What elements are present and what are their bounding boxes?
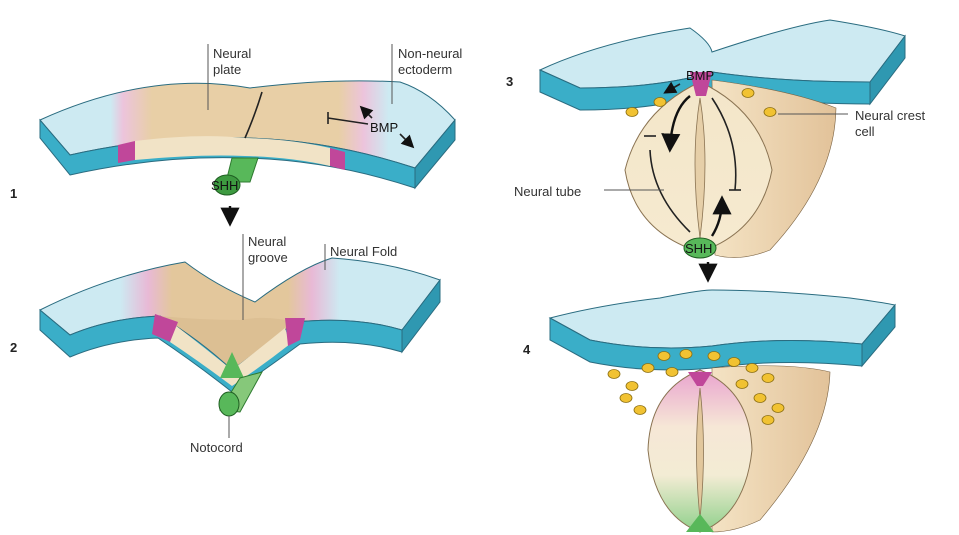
label-neural-tube: Neural tube xyxy=(514,184,581,199)
panel2-number: 2 xyxy=(10,340,17,355)
crest-cell xyxy=(736,380,748,389)
crest-cell xyxy=(772,404,784,413)
signal-shh-1: SHH xyxy=(211,178,238,193)
crest-cell xyxy=(754,394,766,403)
label-non-neural-1: Non-neural xyxy=(398,46,462,61)
panel-1 xyxy=(40,81,455,195)
signal-bmp-1: BMP xyxy=(370,120,398,135)
label-neural-plate-1: Neural xyxy=(213,46,251,61)
crest-cell xyxy=(762,374,774,383)
crest-cell xyxy=(608,370,620,379)
crest-cell xyxy=(634,406,646,415)
panel1-number: 1 xyxy=(10,186,17,201)
label-non-neural-2: ectoderm xyxy=(398,62,452,77)
panel-3 xyxy=(540,20,905,258)
label-neural-crest-1: Neural crest xyxy=(855,108,925,123)
label-neural-crest-2: cell xyxy=(855,124,875,139)
crest-cell xyxy=(746,364,758,373)
crest-cell xyxy=(642,364,654,373)
crest-cell xyxy=(658,352,670,361)
panel4-ectoderm-top xyxy=(550,290,895,348)
crest-cell xyxy=(728,358,740,367)
crest-cell xyxy=(620,394,632,403)
crest-cell xyxy=(762,416,774,425)
label-neural-fold: Neural Fold xyxy=(330,244,397,259)
signal-shh-3: SHH xyxy=(685,241,712,256)
signal-bmp-3: BMP xyxy=(686,68,714,83)
label-neural-plate-2: plate xyxy=(213,62,241,77)
crest-cell xyxy=(680,350,692,359)
crest-cell xyxy=(708,352,720,361)
label-neural-groove-1: Neural xyxy=(248,234,286,249)
label-neural-groove-2: groove xyxy=(248,250,288,265)
panel-2 xyxy=(40,258,440,416)
panel3-number: 3 xyxy=(506,74,513,89)
panel2-notochord xyxy=(219,392,239,416)
crest-cell xyxy=(666,368,678,377)
label-notocord: Notocord xyxy=(190,440,243,455)
panel-4 xyxy=(550,290,895,532)
crest-cell xyxy=(626,382,638,391)
panel4-number: 4 xyxy=(523,342,531,357)
crest-cell xyxy=(742,89,754,98)
crest-cell xyxy=(626,108,638,117)
crest-cell xyxy=(764,108,776,117)
panel4-labels: 4 xyxy=(523,342,531,357)
crest-cell xyxy=(654,98,666,107)
